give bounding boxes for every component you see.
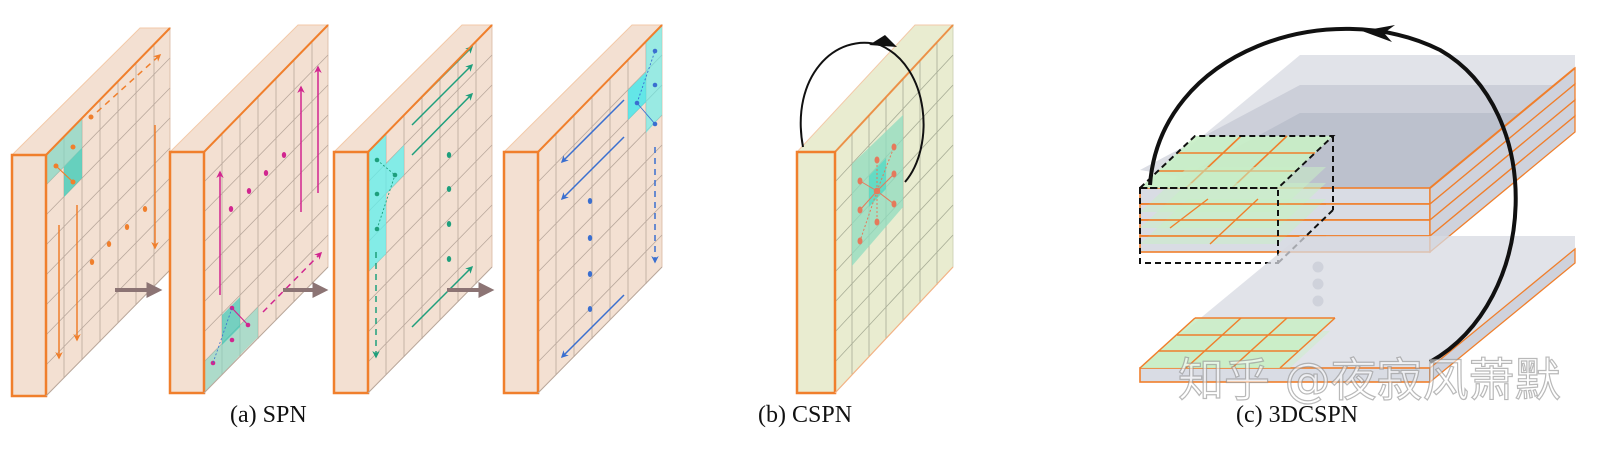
caption-3dcspn: (c) 3DCSPN bbox=[1236, 402, 1358, 428]
caption-cspn: (b) CSPN bbox=[758, 402, 852, 428]
spn-frame-3 bbox=[332, 24, 494, 395]
cspn-kernel-points bbox=[857, 143, 897, 245]
slab-front-face bbox=[10, 153, 48, 398]
watermark: 知乎 @夜寂风萧默 bbox=[1178, 353, 1561, 407]
spn-panel: (a) SPN bbox=[10, 24, 664, 428]
3dcspn-panel bbox=[1137, 25, 1576, 384]
spn-frame-1 bbox=[10, 27, 172, 398]
spn-frame-4 bbox=[502, 24, 664, 395]
caption-spn: (a) SPN bbox=[230, 402, 307, 428]
spn-frame-2 bbox=[168, 24, 330, 395]
3d-kernel-cube bbox=[1137, 135, 1336, 264]
3dcspn-loop-arrow bbox=[1148, 27, 1518, 364]
cspn-panel bbox=[795, 23, 955, 395]
